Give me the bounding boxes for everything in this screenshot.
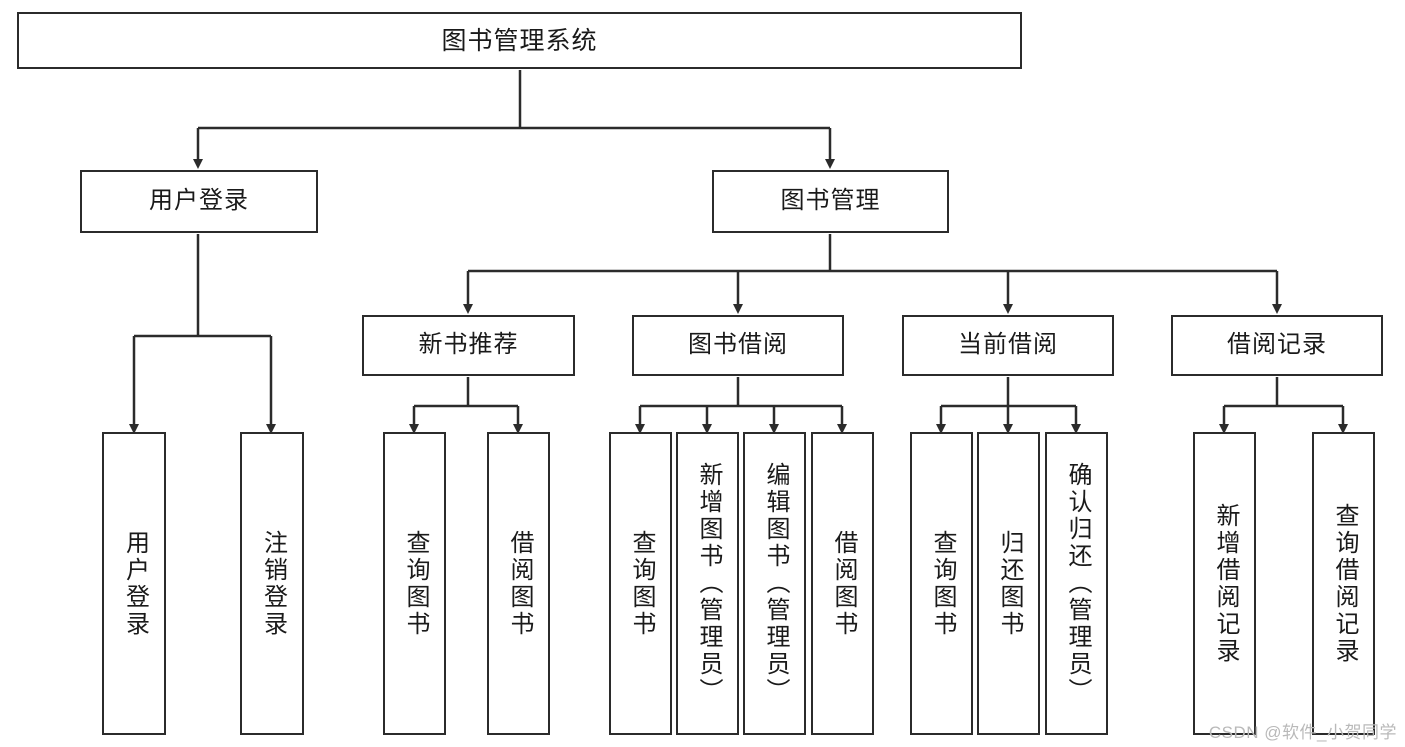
node-leaf-user-login-label: 用户登录 bbox=[121, 529, 149, 638]
node-leaf-edit-book-label: 编辑图书（管理员） bbox=[761, 462, 789, 705]
node-leaf-query-book-3-label: 查询图书 bbox=[928, 529, 956, 638]
node-leaf-add-book[interactable]: 新增图书（管理员） bbox=[676, 432, 739, 735]
node-book-manage-label: 图书管理 bbox=[780, 187, 881, 215]
node-leaf-add-record[interactable]: 新增借阅记录 bbox=[1193, 432, 1256, 735]
node-user-login-label: 用户登录 bbox=[149, 187, 249, 215]
node-new-book-recommend[interactable]: 新书推荐 bbox=[362, 315, 575, 376]
node-borrow-record-label: 借阅记录 bbox=[1227, 331, 1327, 359]
node-root-system[interactable]: 图书管理系统 bbox=[17, 12, 1022, 69]
node-leaf-query-book-2-label: 查询图书 bbox=[627, 529, 655, 638]
node-leaf-query-book-1-label: 查询图书 bbox=[401, 529, 429, 638]
node-borrow-record[interactable]: 借阅记录 bbox=[1171, 315, 1383, 376]
node-root-label: 图书管理系统 bbox=[441, 26, 598, 55]
node-leaf-user-login[interactable]: 用户登录 bbox=[102, 432, 166, 735]
node-book-borrow[interactable]: 图书借阅 bbox=[632, 315, 844, 376]
node-book-manage[interactable]: 图书管理 bbox=[712, 170, 949, 233]
node-leaf-logout-login-label: 注销登录 bbox=[259, 529, 287, 638]
node-leaf-query-book-3[interactable]: 查询图书 bbox=[910, 432, 973, 735]
node-leaf-query-record-label: 查询借阅记录 bbox=[1330, 502, 1358, 665]
node-current-borrow[interactable]: 当前借阅 bbox=[902, 315, 1114, 376]
node-leaf-add-book-label: 新增图书（管理员） bbox=[694, 462, 722, 705]
node-book-borrow-label: 图书借阅 bbox=[688, 331, 788, 359]
node-leaf-confirm-return-label: 确认归还（管理员） bbox=[1063, 462, 1091, 705]
node-leaf-add-record-label: 新增借阅记录 bbox=[1211, 502, 1239, 665]
node-leaf-query-record[interactable]: 查询借阅记录 bbox=[1312, 432, 1375, 735]
node-user-login[interactable]: 用户登录 bbox=[80, 170, 318, 233]
node-leaf-return-book-label: 归还图书 bbox=[995, 529, 1023, 638]
node-leaf-borrow-book-1-label: 借阅图书 bbox=[505, 529, 533, 638]
node-leaf-confirm-return[interactable]: 确认归还（管理员） bbox=[1045, 432, 1108, 735]
node-current-borrow-label: 当前借阅 bbox=[958, 331, 1058, 359]
node-leaf-borrow-book-2[interactable]: 借阅图书 bbox=[811, 432, 874, 735]
node-leaf-query-book-2[interactable]: 查询图书 bbox=[609, 432, 672, 735]
watermark: CSDN @软件_小贺同学 bbox=[1208, 723, 1397, 742]
node-leaf-borrow-book-1[interactable]: 借阅图书 bbox=[487, 432, 550, 735]
node-leaf-edit-book[interactable]: 编辑图书（管理员） bbox=[743, 432, 806, 735]
node-leaf-logout-login[interactable]: 注销登录 bbox=[240, 432, 304, 735]
node-leaf-borrow-book-2-label: 借阅图书 bbox=[829, 529, 857, 638]
node-leaf-return-book[interactable]: 归还图书 bbox=[977, 432, 1040, 735]
node-new-book-recommend-label: 新书推荐 bbox=[418, 331, 519, 359]
node-leaf-query-book-1[interactable]: 查询图书 bbox=[383, 432, 446, 735]
